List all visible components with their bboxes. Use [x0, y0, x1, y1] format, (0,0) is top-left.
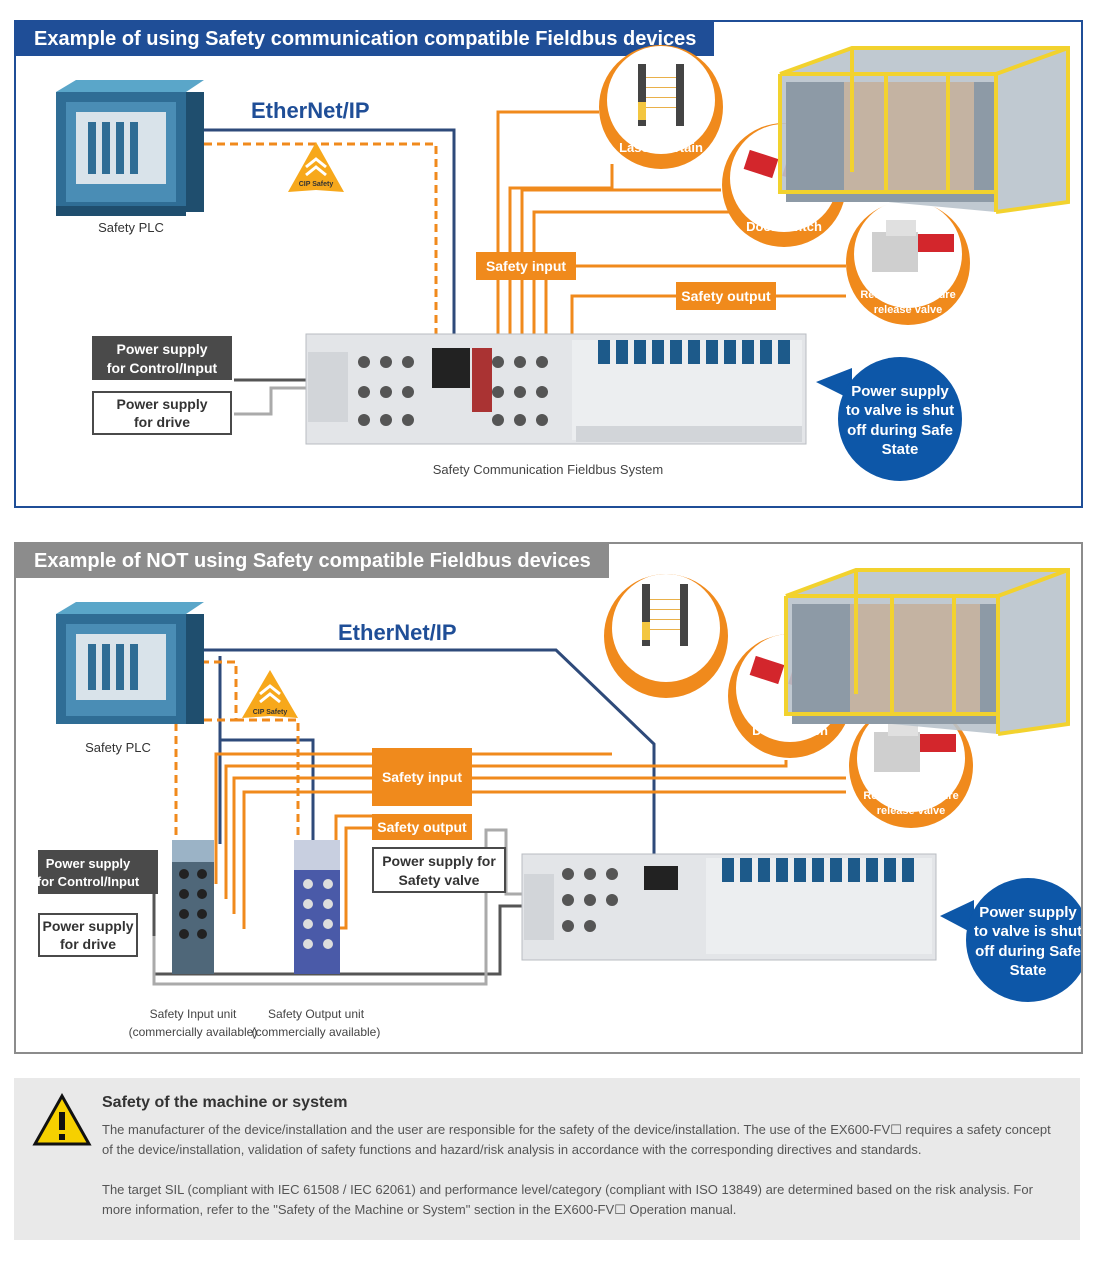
safety-input-box-2 [372, 748, 472, 806]
laser-curtain-label: Laser Curtain [619, 140, 703, 155]
safety-output-box [676, 282, 776, 310]
ethernet-ip-logo-2: EtherNet/IP [338, 620, 457, 645]
valve-note-2d: State [1010, 962, 1047, 979]
input-unit-label-1: Safety Input unit [150, 1007, 237, 1021]
safety-plc-label-2: Safety PLC [85, 740, 151, 755]
power-drive-box-2 [38, 913, 138, 957]
power-safety-valve-label-1: Power supply for [382, 853, 496, 869]
ethernet-line-2 [201, 648, 656, 856]
power-control-label-2: for Control/Input [107, 360, 218, 376]
output-unit-label-2: (commercially available) [252, 1025, 381, 1039]
valve-note-4: State [882, 441, 919, 458]
safety-fieldbus-example-panel: Example of using Safety communication co… [14, 20, 1083, 508]
input-unit-label-2: (commercially available) [129, 1025, 258, 1039]
output-unit-label-1: Safety Output unit [268, 1007, 365, 1021]
power-drive-box [92, 391, 232, 435]
power-drive-label-2a: Power supply [42, 918, 133, 934]
door-switch-label-2: Door Switch [752, 723, 828, 738]
plc-cabinet-icon [56, 80, 204, 216]
ethernet-ip-logo: EtherNet/IP [251, 98, 370, 123]
residual-valve-icon [872, 220, 954, 272]
note-paragraph-1: The manufacturer of the device/installat… [102, 1122, 1051, 1157]
cip-safety-icon: CIP Safety [288, 142, 344, 192]
panel2-diagram: Safety PLC EtherNet/IP CIP Safety Laser … [37, 568, 1081, 1039]
door-switch-wire-2 [532, 210, 734, 337]
non-safety-fieldbus-example-panel: Example of NOT using Safety compatible F… [14, 542, 1083, 1054]
safety-plc-label: Safety PLC [98, 220, 164, 235]
laser-curtain-wire [496, 110, 599, 337]
power-safety-valve-box [372, 847, 506, 893]
panel1-diagram: Safety PLC EtherNet/IP CIP Safety Laser … [56, 45, 1070, 481]
valve-note-1: Power supply [851, 383, 949, 400]
safety-output-label-2: Safety output [377, 819, 467, 835]
power-safety-valve-label-2: Safety valve [399, 872, 480, 888]
drive-power-wire [234, 386, 306, 416]
door-switch-wire [520, 188, 721, 337]
plc-cabinet-icon-2 [56, 602, 204, 724]
note-paragraph-2: The target SIL (compliant with IEC 61508… [102, 1182, 1033, 1217]
power-drive-label-2b: for drive [60, 936, 116, 952]
door-switch-label: Door Switch [746, 219, 822, 234]
valve-note-bubble-2 [966, 878, 1081, 1002]
cip-safety-label-2: CIP Safety [253, 709, 288, 716]
valve-note-3: off during Safe [847, 422, 953, 439]
power-control-label-2b: for Control/Input [37, 874, 140, 889]
system-caption: Safety Communication Fieldbus System [433, 462, 663, 477]
warning-icon [32, 1092, 92, 1146]
safety-fence-icon-2 [784, 568, 1070, 736]
power-control-box-2 [38, 850, 158, 894]
valve-note-2b: to valve is shut [974, 923, 1081, 940]
fieldbus-manifold-icon-2 [521, 853, 937, 961]
cip-safety-icon-2: CIP Safety [242, 670, 298, 718]
valve-note-2c: off during Safe [975, 943, 1081, 960]
power-drive-label-2: for drive [134, 414, 190, 430]
safety-output-label: Safety output [681, 288, 771, 304]
residual-valve-label-2a: Residual pressure [863, 790, 958, 802]
power-control-label-2a: Power supply [46, 856, 131, 871]
residual-valve-label-1: Residual pressure [860, 289, 955, 301]
panel2-title: Example of NOT using Safety compatible F… [16, 544, 609, 578]
valve-note-2: to valve is shut [846, 402, 954, 419]
note-title: Safety of the machine or system [102, 1094, 348, 1111]
safety-input-box [476, 252, 576, 280]
cip-safety-label: CIP Safety [299, 181, 334, 188]
power-control-box [92, 336, 232, 380]
laser-curtain-icon-2 [642, 584, 688, 646]
safety-fence-icon [778, 46, 1070, 214]
residual-valve-label-2: release valve [874, 304, 943, 316]
panel1-title: Example of using Safety communication co… [16, 22, 715, 56]
valve-note-2a: Power supply [979, 904, 1077, 921]
valve-note-bubble [838, 357, 962, 481]
safety-note: Safety of the machine or system The manu… [14, 1078, 1080, 1240]
safety-input-label: Safety input [486, 258, 566, 274]
laser-curtain-icon [638, 64, 684, 126]
residual-valve-label-2b: release valve [877, 805, 946, 817]
power-control-label-1: Power supply [116, 341, 207, 357]
io-unit-icon [172, 840, 214, 974]
safety-input-label-2: Safety input [382, 769, 462, 785]
io-unit-icon-output [294, 840, 340, 974]
safety-output-box-2 [372, 814, 472, 840]
ethernet-line [201, 128, 456, 337]
laser-curtain-label-2: Laser Curtain [624, 649, 708, 664]
power-drive-label-1: Power supply [116, 396, 207, 412]
cip-dashed-line-b [236, 718, 300, 844]
fieldbus-manifold-icon [305, 333, 807, 445]
